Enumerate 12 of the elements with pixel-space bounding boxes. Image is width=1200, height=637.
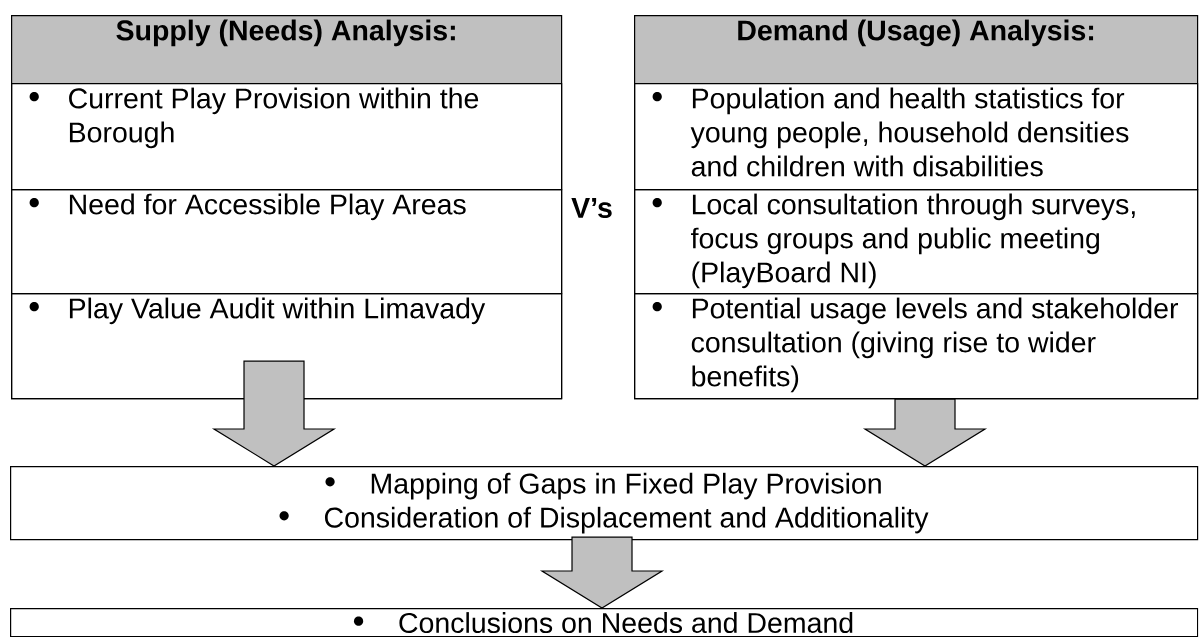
table-row: Play Value Audit within Limavady xyxy=(11,293,563,400)
table-row: Potential usage levels and stakeholder consultation (giving rise to wider benefits) xyxy=(634,293,1199,400)
table-row: Population and health statistics for young people, household densities and children with disabilities xyxy=(634,83,1199,191)
block-arrow xyxy=(211,360,337,467)
block-arrow xyxy=(862,398,988,467)
process-box: Conclusions on Needs and Demand xyxy=(10,608,1199,637)
block-arrow xyxy=(539,536,665,609)
versus-label: V’s xyxy=(571,198,612,218)
table-row: Local consultation through surveys, focus groups and public meeting (PlayBoard NI) xyxy=(634,189,1199,295)
table-row: Need for Accessible Play Areas xyxy=(11,189,563,295)
process-box: Mapping of Gaps in Fixed Play Provision Consideration of Displacement and Additionality xyxy=(10,466,1199,541)
table-row: Current Play Provision within the Borough xyxy=(11,83,563,191)
